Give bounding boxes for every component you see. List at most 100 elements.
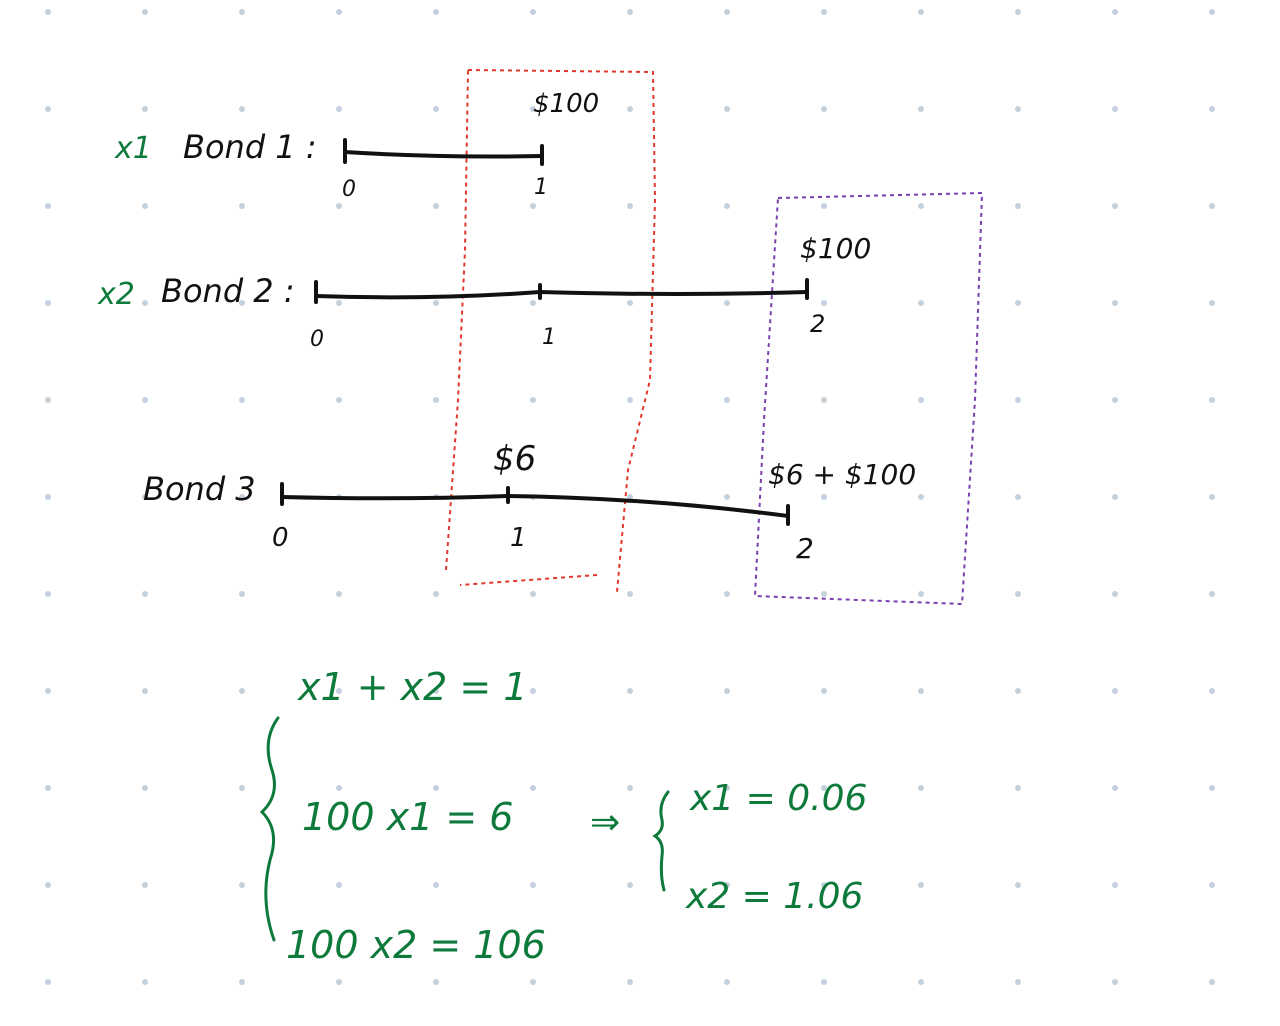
grid-dot — [821, 300, 827, 306]
bond1-weight-label: x1 — [114, 131, 152, 166]
system-left-brace — [259, 716, 280, 942]
grid-dot — [433, 882, 439, 888]
grid-dot — [918, 300, 924, 306]
grid-dot — [45, 882, 51, 888]
grid-dot — [1209, 397, 1215, 403]
grid-dot — [1209, 9, 1215, 15]
bond2-time-2-label: 2 — [810, 310, 825, 338]
grid-dot — [1015, 785, 1021, 791]
grid-dot — [1112, 397, 1118, 403]
grid-dot — [627, 203, 633, 209]
bond1-cashflow-label: $100 — [533, 89, 599, 119]
grid-dot — [1209, 979, 1215, 985]
grid-dot — [45, 591, 51, 597]
grid-dot — [1112, 203, 1118, 209]
grid-dot — [433, 591, 439, 597]
bond1-time-1-label: 1 — [534, 175, 548, 200]
grid-dot — [1112, 591, 1118, 597]
solution-2: x2 = 1.06 — [685, 876, 863, 917]
grid-dot — [45, 688, 51, 694]
grid-dot — [530, 688, 536, 694]
bond3-cashflow-1-label: $6 — [493, 439, 536, 479]
grid-dot — [627, 9, 633, 15]
grid-dot — [239, 397, 245, 403]
grid-dot — [724, 397, 730, 403]
dot-grid-background — [45, 9, 1215, 985]
grid-dot — [433, 397, 439, 403]
grid-dot — [336, 882, 342, 888]
grid-dot — [1015, 397, 1021, 403]
bond3-cashflow-2-label: $6 + $100 — [768, 458, 916, 491]
grid-dot — [336, 106, 342, 112]
grid-dot — [336, 9, 342, 15]
grid-dot — [627, 300, 633, 306]
bond3-time-0-label: 0 — [272, 523, 289, 553]
grid-dot — [627, 688, 633, 694]
grid-dot — [142, 203, 148, 209]
grid-dot — [627, 494, 633, 500]
grid-dot — [45, 203, 51, 209]
grid-dot — [433, 785, 439, 791]
bond2-time-0-label: 0 — [310, 327, 324, 352]
grid-dot — [1209, 106, 1215, 112]
grid-dot — [1015, 106, 1021, 112]
grid-dot — [433, 300, 439, 306]
grid-dot — [1209, 591, 1215, 597]
grid-dot — [1015, 494, 1021, 500]
grid-dot — [1015, 688, 1021, 694]
grid-dot — [336, 785, 342, 791]
grid-dot — [239, 203, 245, 209]
grid-dot — [918, 106, 924, 112]
grid-dot — [1112, 882, 1118, 888]
grid-dot — [142, 785, 148, 791]
grid-dot — [918, 9, 924, 15]
grid-dot — [530, 882, 536, 888]
grid-dot — [1209, 882, 1215, 888]
grid-dot — [45, 397, 51, 403]
time-1-highlight-box — [445, 69, 657, 593]
grid-dot — [1209, 785, 1215, 791]
grid-dot — [336, 979, 342, 985]
grid-dot — [918, 494, 924, 500]
grid-dot — [724, 785, 730, 791]
solution-left-brace — [652, 790, 670, 892]
grid-dot — [1112, 979, 1118, 985]
grid-dot — [1209, 688, 1215, 694]
grid-dot — [627, 397, 633, 403]
grid-dot — [336, 591, 342, 597]
grid-dot — [1015, 300, 1021, 306]
grid-dot — [433, 688, 439, 694]
grid-dot — [239, 9, 245, 15]
grid-dot — [45, 300, 51, 306]
grid-dot — [1209, 300, 1215, 306]
grid-dot — [142, 9, 148, 15]
bond3-time-1-label: 1 — [510, 523, 527, 553]
bond3-label: Bond 3 — [143, 470, 256, 508]
grid-dot — [821, 494, 827, 500]
grid-dot — [821, 785, 827, 791]
grid-dot — [821, 979, 827, 985]
grid-dot — [724, 106, 730, 112]
grid-dot — [142, 300, 148, 306]
grid-dot — [336, 203, 342, 209]
grid-dot — [239, 785, 245, 791]
grid-dot — [918, 882, 924, 888]
grid-dot — [45, 9, 51, 15]
grid-dot — [239, 688, 245, 694]
grid-dot — [821, 397, 827, 403]
grid-dot — [918, 591, 924, 597]
equation-system: x1 + x2 = 1 100 x1 = 6 100 x2 = 106 ⇒ x1… — [259, 665, 867, 967]
grid-dot — [239, 106, 245, 112]
grid-dot — [433, 979, 439, 985]
grid-dot — [918, 688, 924, 694]
grid-dot — [530, 9, 536, 15]
grid-dot — [627, 785, 633, 791]
grid-dot — [336, 688, 342, 694]
grid-dot — [530, 106, 536, 112]
grid-dot — [821, 9, 827, 15]
bond2-timeline-line — [314, 289, 809, 300]
equation-1: x1 + x2 = 1 — [297, 665, 528, 709]
grid-dot — [821, 591, 827, 597]
grid-dot — [1112, 300, 1118, 306]
